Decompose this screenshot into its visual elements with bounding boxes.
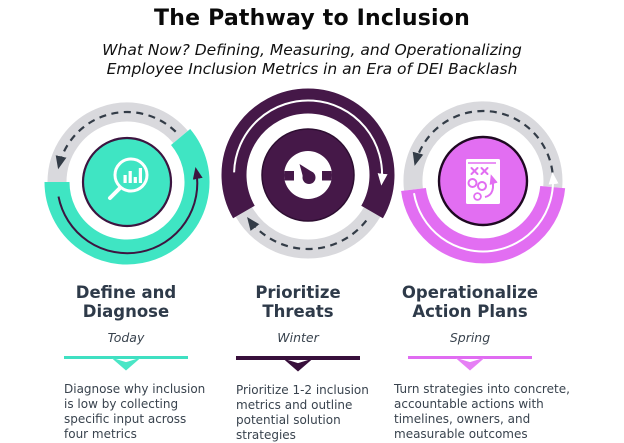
stage-2-solid-arrow: [233, 99, 388, 186]
strategy-board-icon: [466, 159, 500, 204]
stage-2-ring: [221, 88, 395, 259]
stage-3-divider-line: [408, 356, 532, 359]
stage-3-solid-arrow: [413, 172, 559, 253]
stage-2-timeframe: Winter: [277, 330, 319, 345]
stage-3-divider: [408, 356, 532, 371]
stage-3-column: Operationalize Action Plans Spring Turn …: [365, 283, 575, 442]
stage-1-divider: [64, 356, 188, 371]
stage-2-column: Prioritize Threats Winter Prioritize 1-2…: [218, 283, 378, 443]
page-title: The Pathway to Inclusion: [154, 6, 470, 31]
stage-2-divider: [236, 356, 360, 372]
magnifier-bar-chart-icon: [108, 157, 149, 200]
stage-1-badge: [81, 136, 173, 228]
stage-2-badge: [261, 128, 355, 222]
stage-3-heading: Operationalize Action Plans: [401, 283, 539, 321]
stage-2-divider-line: [236, 356, 360, 360]
subtitle-line-1: What Now? Defining, Measuring, and Opera…: [102, 41, 522, 59]
stage-1-solid-arrow: [57, 167, 203, 255]
stage-3-description: Turn strategies into concrete, accountab…: [394, 381, 570, 441]
stage-1-timeframe: Today: [107, 330, 145, 345]
stage-2-description: Prioritize 1-2 inclusion metrics and out…: [236, 382, 369, 442]
stage-1-divider-line: [64, 356, 188, 359]
stage-1-description: Diagnose why inclusion is low by collect…: [64, 381, 206, 441]
stage-3-timeframe: Spring: [449, 330, 491, 345]
page-subtitle: What Now? Defining, Measuring, and Opera…: [0, 41, 624, 78]
stage-1-heading: Define and Diagnose: [75, 283, 177, 321]
stage-3-arrow-down-icon: [455, 357, 485, 371]
stage-3-badge: [437, 135, 529, 227]
stage-1-dashed-arrow: [55, 110, 177, 170]
stage-2-heading: Prioritize Threats: [255, 283, 341, 321]
stage-3-dashed-arrow: [412, 109, 554, 173]
gauge-icon: [284, 151, 332, 199]
stage-2-arrow-down-icon: [283, 358, 313, 372]
stage-1-ring: [44, 102, 210, 265]
stage-1-arrow-down-icon: [111, 357, 141, 371]
stage-3-ring: [401, 101, 566, 264]
subtitle-line-2: Employee Inclusion Metrics in an Era of …: [106, 59, 518, 78]
stage-2-dashed-arrow: [247, 217, 368, 251]
stage-1-column: Define and Diagnose Today Diagnose why i…: [36, 283, 216, 442]
